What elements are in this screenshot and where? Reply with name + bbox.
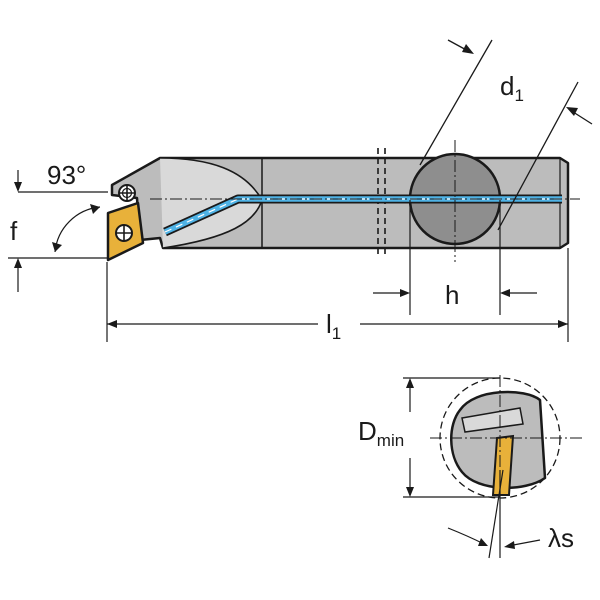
dmin-label: Dmin [358,416,404,450]
d1-label: d1 [500,71,524,105]
tool-body-side-view [110,140,580,262]
cutting-insert [106,184,145,262]
f-label: f [10,216,18,246]
lambda-s-label: λs [548,523,574,553]
dimension-lambda-s [447,469,541,559]
end-view-insert [491,434,515,496]
end-view [430,375,585,515]
dimension-f [8,257,108,292]
l1-label: l1 [326,309,341,343]
dimension-93-angle [14,170,108,253]
dimension-dmin [403,377,500,498]
h-label: h [445,280,459,310]
dimension-d1 [419,39,593,231]
coolant-channel-dash [164,198,562,233]
dimension-h [373,200,537,315]
head-wedge [461,407,524,433]
dimension-l1 [106,248,569,342]
angle-93-label: 93° [47,160,86,190]
